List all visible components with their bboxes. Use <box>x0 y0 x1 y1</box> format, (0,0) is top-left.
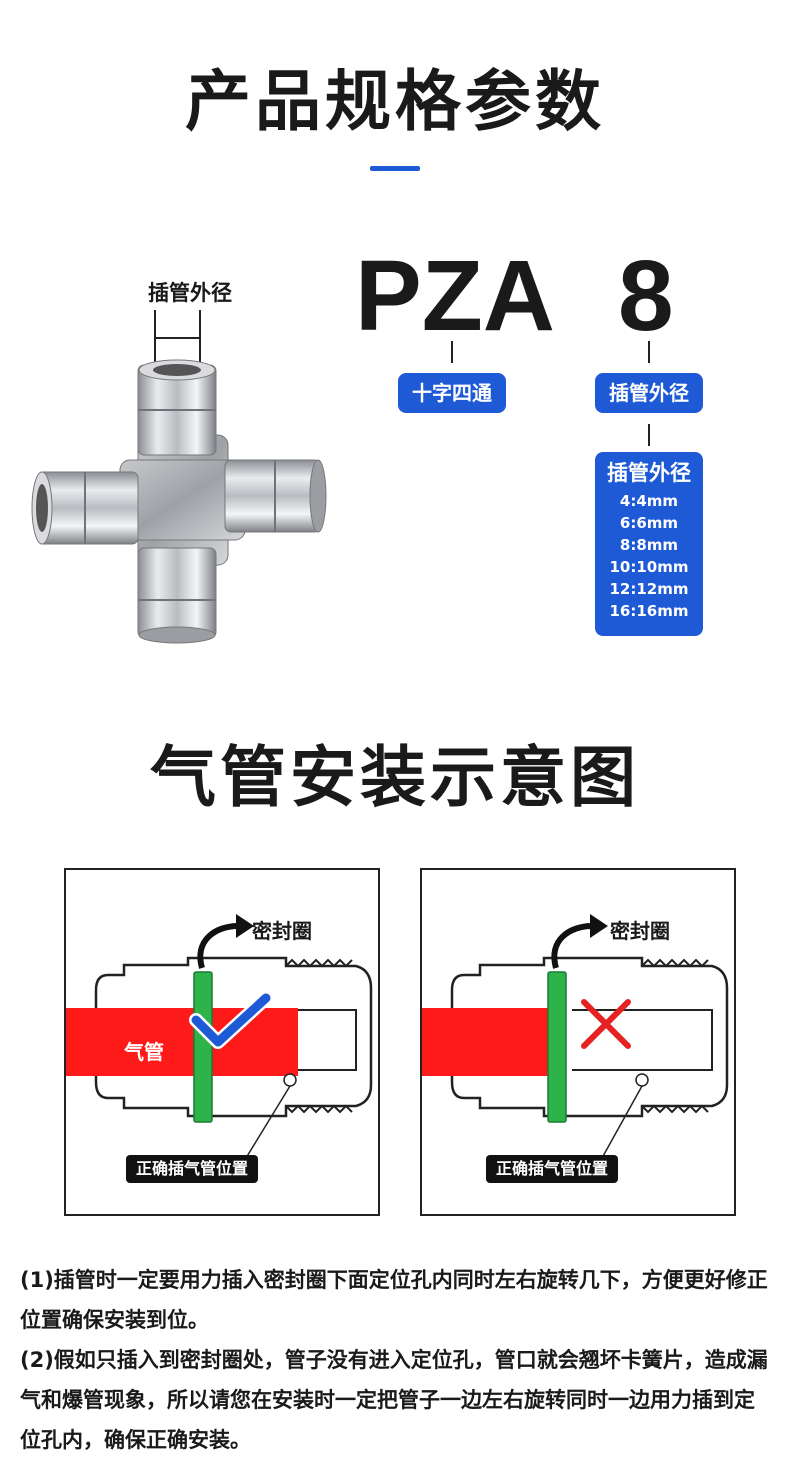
seal-ring <box>193 971 213 1123</box>
size-label-pill: 插管外径 <box>595 373 703 413</box>
position-label: 正确插气管位置 <box>126 1155 259 1183</box>
connector-line <box>451 341 453 363</box>
fitting-cross-section <box>422 914 729 1159</box>
title-accent-bar <box>370 166 420 171</box>
cross-mark-icon <box>581 999 631 1049</box>
size-item: 10:10mm <box>609 558 689 576</box>
size-item: 6:6mm <box>619 514 679 532</box>
size-item: 16:16mm <box>609 602 689 620</box>
tube-label: 气管 <box>124 1040 164 1064</box>
connector-line <box>648 424 650 446</box>
size-item: 4:4mm <box>619 492 679 510</box>
diameter-label: 插管外径 <box>148 281 232 305</box>
air-tube <box>422 1008 548 1076</box>
fitting-cross-section <box>66 914 373 1159</box>
size-options-box: 插管外径 4:4mm 6:6mm 8:8mm 10:10mm 12:12mm 1… <box>595 452 703 636</box>
model-code-series: PZA <box>355 240 555 352</box>
install-note-2: (2)假如只插入到密封圈处，管子没有进入定位孔，管口就会翘坏卡簧片，造成漏气和爆… <box>20 1348 768 1452</box>
size-item: 12:12mm <box>609 580 689 598</box>
air-tube <box>66 1008 298 1076</box>
position-label: 正确插气管位置 <box>486 1155 619 1183</box>
size-item: 8:8mm <box>619 536 679 554</box>
seal-label: 密封圈 <box>610 919 670 943</box>
size-box-title: 插管外径 <box>607 461 691 485</box>
seal-ring <box>547 971 567 1123</box>
check-mark-icon <box>191 993 271 1047</box>
install-section-title: 气管安装示意图 <box>150 739 640 816</box>
cross-fitting-image <box>31 310 327 644</box>
connector-line <box>648 341 650 363</box>
install-note-1: (1)插管时一定要用力插入密封圈下面定位孔内同时左右旋转几下，方便更好修正位置确… <box>20 1268 768 1332</box>
series-label-pill: 十字四通 <box>398 373 506 413</box>
correct-install-panel: 密封圈 气管 正确插气管位置 <box>64 868 380 1216</box>
spec-section-title: 产品规格参数 <box>185 63 605 140</box>
seal-label: 密封圈 <box>252 919 312 943</box>
model-code-size: 8 <box>618 240 674 352</box>
incorrect-install-panel: 密封圈 正确插气管位置 <box>420 868 736 1216</box>
